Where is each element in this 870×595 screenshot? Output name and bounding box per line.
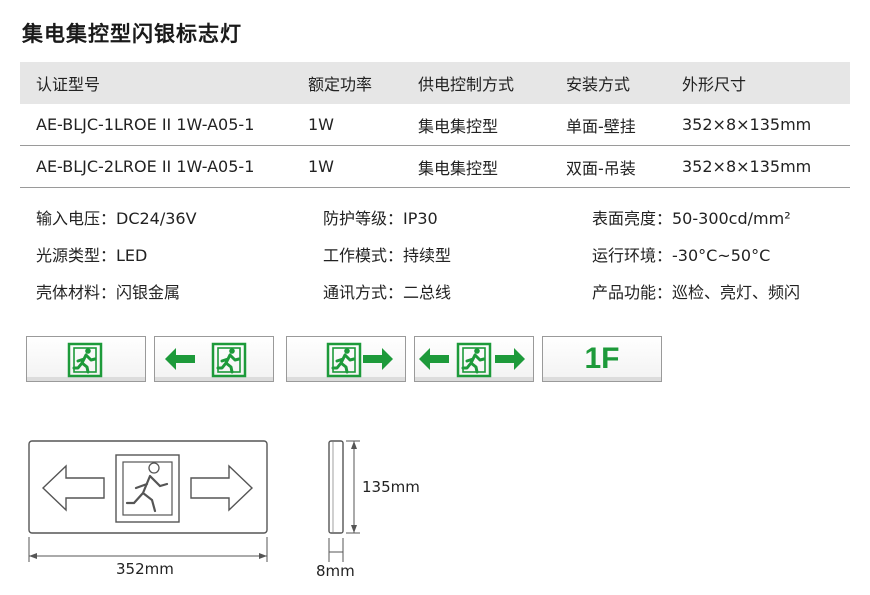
floor-label: 1F [584,342,620,375]
spec-input-voltage: 输入电压：DC24/36V [36,209,197,228]
exit-door-outline-icon [115,454,180,523]
cell-power: 1W [308,157,334,176]
depth-dimension-label: 8mm [316,562,355,580]
page-title: 集电集控型闪银标志灯 [22,22,242,46]
table-header: 认证型号 额定功率 供电控制方式 安装方式 外形尺寸 [20,62,850,104]
height-dimension-label: 135mm [362,478,420,496]
header-power: 额定功率 [308,75,373,94]
header-size: 外形尺寸 [682,75,747,94]
cell-install: 双面-吊装 [566,158,636,178]
width-dimension-label: 352mm [116,560,174,578]
spec-functions: 产品功能：巡检、亮灯、频闪 [592,283,801,302]
sign-left-exit [154,336,274,382]
exit-right-arrow-icon [326,342,393,378]
header-install: 安装方式 [566,75,631,94]
sign-exit [26,336,146,382]
cell-install: 单面-壁挂 [566,116,636,136]
table-row: AE-BLJC-1LROE II 1W-A05-1 1W 集电集控型 单面-壁挂… [20,104,850,146]
cell-model: AE-BLJC-1LROE II 1W-A05-1 [36,115,255,134]
sign-floor: 1F [542,336,662,382]
exit-icon [67,342,103,378]
spec-list: 输入电压：DC24/36V 防护等级：IP30 表面亮度：50-300cd/mm… [36,205,850,315]
cell-control: 集电集控型 [418,116,499,136]
sign-bidirectional [414,336,534,382]
front-panel-outline [28,440,268,534]
spec-housing: 壳体材料：闪银金属 [36,283,181,302]
side-view-outline [328,440,344,534]
spec-protection: 防护等级：IP30 [323,209,438,228]
cell-model: AE-BLJC-2LROE II 1W-A05-1 [36,157,255,176]
header-model: 认证型号 [36,75,101,94]
spec-work-mode: 工作模式：持续型 [323,246,452,265]
sign-exit-right [286,336,406,382]
spec-light-source: 光源类型：LED [36,246,148,265]
right-arrow-outline-icon [190,464,254,512]
sign-variants: 1F [26,336,666,382]
running-man-outline-icon [148,462,160,474]
cell-size: 352×8×135mm [682,115,812,134]
left-arrow-outline-icon [41,464,105,512]
spec-table: 认证型号 额定功率 供电控制方式 安装方式 外形尺寸 AE-BLJC-1LROE… [20,62,850,188]
header-control: 供电控制方式 [418,75,515,94]
cell-power: 1W [308,115,334,134]
spec-brightness: 表面亮度：50-300cd/mm² [592,209,791,228]
spec-environment: 运行环境：-30°C~50°C [592,246,771,265]
cell-size: 352×8×135mm [682,157,812,176]
spec-communication: 通讯方式：二总线 [323,283,452,302]
left-arrow-exit-icon [165,342,247,378]
cell-control: 集电集控型 [418,158,499,178]
bidirectional-exit-icon [419,342,525,378]
table-row: AE-BLJC-2LROE II 1W-A05-1 1W 集电集控型 双面-吊装… [20,146,850,188]
